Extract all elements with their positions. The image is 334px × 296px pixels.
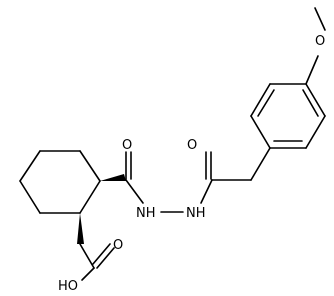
ring-bond [19, 150, 41, 182]
c-c-bond [250, 147, 271, 181]
ring-bond [305, 83, 326, 117]
benzene-ring [250, 83, 326, 149]
carbonyl-bond [92, 243, 111, 265]
oxygen-label: O [315, 34, 325, 49]
oxygen-label: O [187, 138, 197, 153]
wedge-bond-lower [77, 213, 84, 244]
c-o-bond [305, 55, 319, 85]
oxygen-label: O [122, 138, 132, 153]
aromatic-inner-bond [257, 89, 275, 117]
oxygen-label: O [113, 238, 123, 253]
carbonyl-bond [96, 247, 115, 269]
ring-bond [305, 115, 326, 149]
hydroxyl-label: HO [58, 279, 78, 294]
wedge-bond-upper [100, 174, 126, 181]
ring-bond [79, 180, 101, 214]
aromatic-inner-bond [302, 89, 319, 117]
n-c-bond [200, 179, 213, 204]
ring-bond [250, 115, 271, 149]
o-ch3-bond [314, 7, 326, 31]
ring-bond [79, 150, 101, 182]
c-c-bond [79, 243, 95, 269]
cyclohexane-ring [19, 150, 101, 214]
c-n-bond [125, 179, 144, 204]
ring-bond [19, 180, 41, 214]
nh-label: NH [186, 206, 206, 221]
c-oh-bond [81, 267, 95, 281]
nh-label: NH [136, 206, 156, 221]
ring-bond [250, 83, 271, 117]
